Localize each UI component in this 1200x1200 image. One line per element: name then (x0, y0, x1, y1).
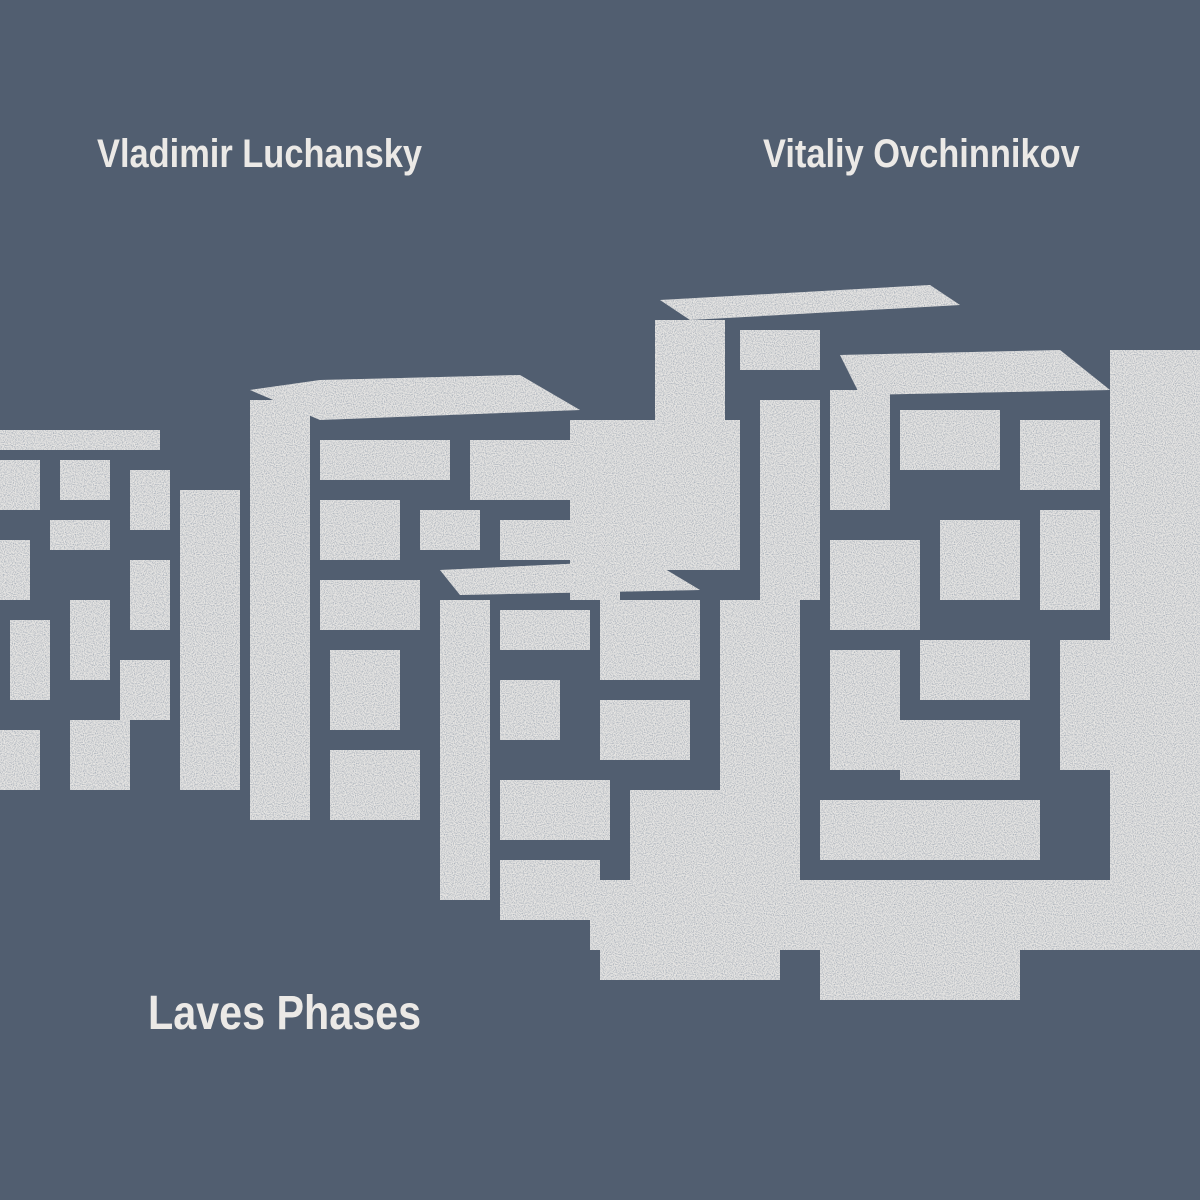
album-title: Laves Phases (148, 987, 422, 1040)
building-middle-left (250, 375, 620, 820)
building-front (440, 560, 800, 920)
building-right (590, 285, 1200, 1000)
artist-name-left: Vladimir Luchansky (97, 132, 423, 176)
artist-name-right: Vitaliy Ovchinnikov (763, 132, 1080, 176)
building-left (0, 430, 240, 790)
